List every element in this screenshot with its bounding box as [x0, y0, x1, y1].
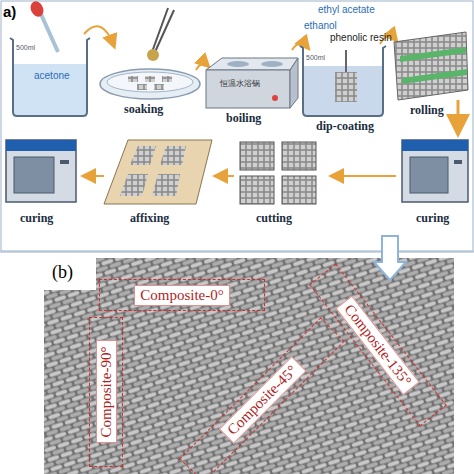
flow-arrow — [457, 100, 460, 132]
flow-arrow — [332, 175, 396, 177]
petri-dish-inner — [107, 72, 193, 92]
mesh-sheet — [394, 32, 468, 100]
affix-board — [104, 140, 212, 204]
step-label: acetone — [34, 70, 70, 81]
bath-hole — [261, 61, 283, 67]
specimen-label: Composite-90° — [96, 341, 117, 444]
step-label: soaking — [124, 103, 163, 116]
affixed-piece — [152, 174, 180, 196]
mesh-disc — [145, 76, 155, 82]
oven-button — [60, 160, 69, 164]
step-label: ethanol — [304, 20, 337, 31]
mesh-disc — [154, 84, 164, 90]
step-label: 500ml — [306, 54, 325, 62]
step-label: dip-coating — [316, 120, 374, 133]
step-label: (b) — [52, 263, 73, 283]
cut-piece — [240, 142, 274, 170]
affixed-piece — [130, 146, 156, 165]
mesh-disc — [162, 76, 172, 82]
panel-divider — [0, 252, 474, 253]
label-backing — [44, 258, 96, 290]
step-label: 500ml — [16, 44, 35, 52]
specimen-region: Composite-90° — [89, 317, 123, 467]
specimen-region: Composite-0° — [99, 279, 265, 311]
step-label: curing — [416, 212, 449, 225]
mesh-disc — [137, 84, 147, 90]
acetone-liquid — [13, 64, 87, 115]
dropper-tube — [40, 12, 58, 52]
roller-strip — [402, 69, 467, 84]
oven-window — [14, 157, 54, 193]
cut-piece — [282, 176, 316, 204]
water-bath-side — [290, 58, 298, 108]
cut-piece — [282, 142, 316, 170]
flow-arrow — [84, 26, 114, 46]
flow-arrow — [216, 175, 234, 177]
mesh-disc — [147, 49, 159, 61]
step-label: curing — [20, 212, 53, 225]
step-label: cutting — [256, 212, 292, 225]
step-label: a) — [3, 4, 16, 21]
mesh-disc — [128, 76, 138, 82]
mesh-sample — [335, 72, 357, 102]
oven-panel — [6, 140, 76, 151]
step-label: ethyl acetate — [318, 4, 375, 15]
step-label: rolling — [410, 104, 444, 117]
flow-arrow — [84, 175, 104, 177]
petri-dish — [100, 69, 200, 99]
bath-knob — [272, 95, 278, 101]
tweezers — [155, 10, 174, 52]
specimen-label: Composite-0° — [134, 285, 230, 306]
step-label: boiling — [226, 112, 261, 125]
oven — [402, 140, 468, 202]
flow-arrow — [196, 64, 208, 70]
affixed-piece — [120, 174, 148, 196]
water-bath-top — [206, 58, 298, 70]
cut-piece — [240, 176, 274, 204]
resin-liquid — [303, 66, 383, 115]
bath-hole — [227, 61, 249, 67]
oven-panel — [402, 140, 468, 151]
pointer-arrow — [374, 236, 406, 280]
beaker — [300, 46, 386, 116]
step-label: 恒温水浴锅 — [220, 80, 260, 89]
oven-button — [454, 160, 462, 164]
holder-rod — [345, 50, 347, 72]
panel-frame — [1, 1, 473, 251]
oven-window — [410, 157, 448, 193]
dropper-bulb — [28, 0, 46, 19]
step-label: phenolic resin — [330, 32, 392, 43]
water-bath — [206, 70, 290, 108]
fabric-photo — [44, 258, 454, 474]
oven — [6, 140, 76, 202]
roller-strip — [400, 47, 466, 62]
affixed-piece — [160, 146, 186, 165]
step-label: affixing — [130, 212, 169, 225]
beaker — [10, 38, 90, 116]
